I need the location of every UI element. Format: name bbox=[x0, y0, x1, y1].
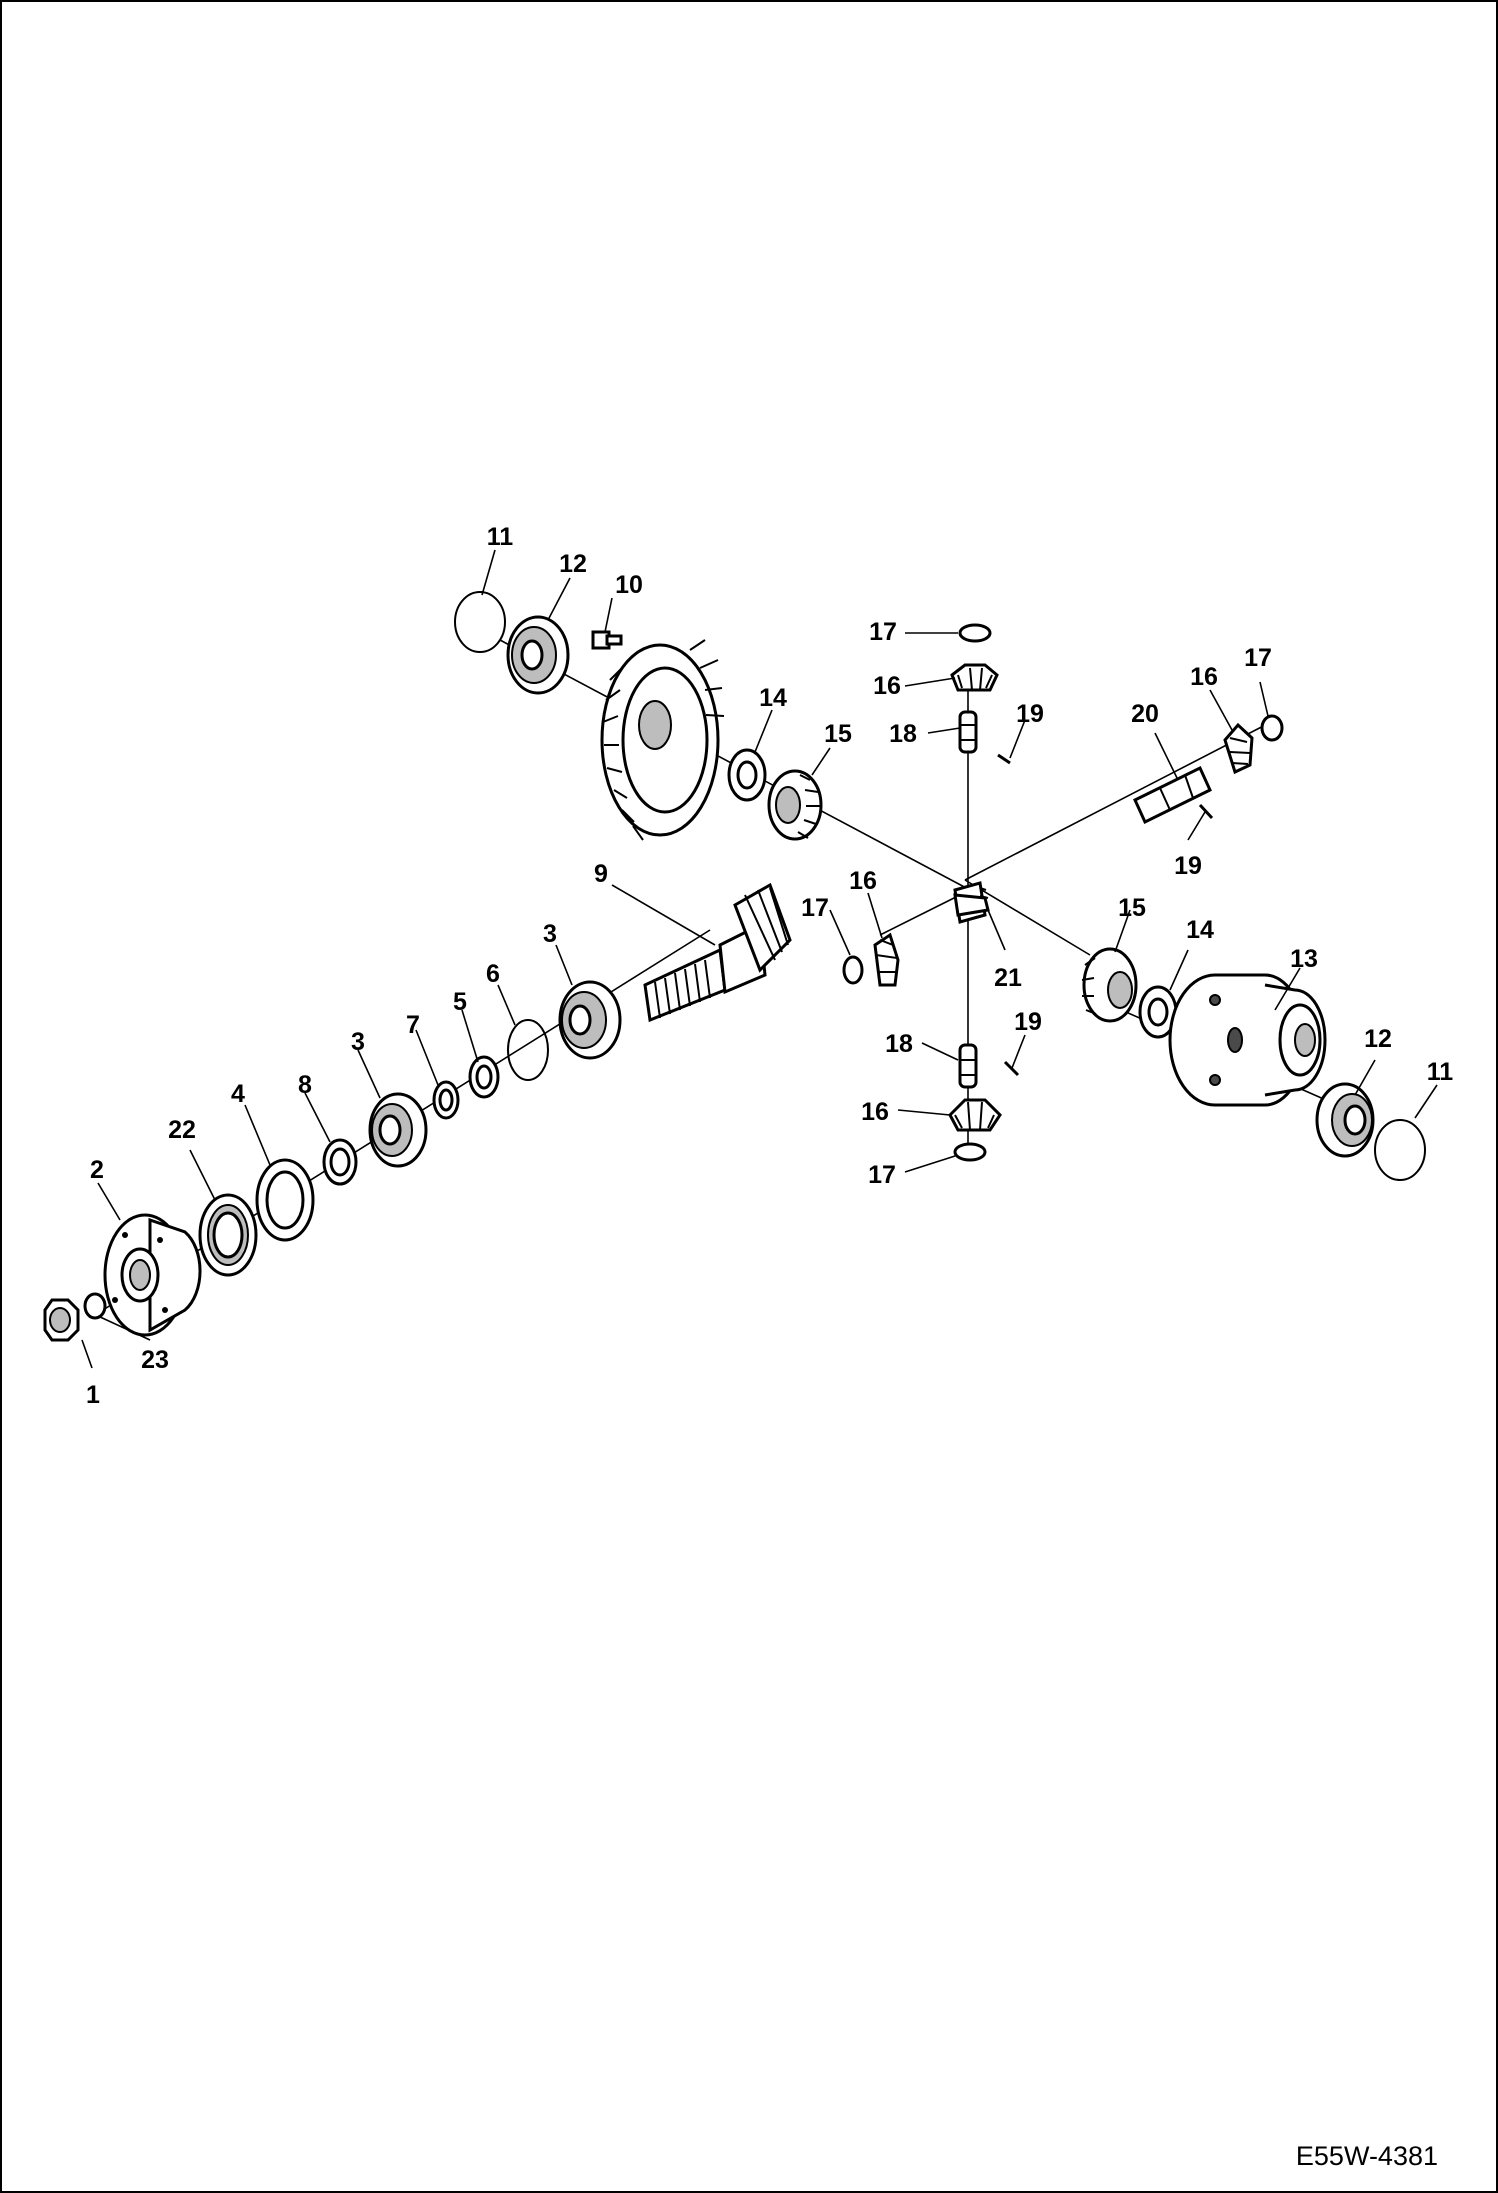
part-16-pinion-bottom bbox=[948, 1098, 1002, 1132]
callout-6: 6 bbox=[486, 960, 500, 988]
callout-15-left: 15 bbox=[824, 720, 852, 748]
part-7-shim bbox=[432, 1080, 460, 1120]
callout-19-top: 19 bbox=[1016, 700, 1044, 728]
callout-5: 5 bbox=[453, 988, 467, 1016]
callout-11-left: 11 bbox=[487, 523, 514, 551]
part-6-snap-ring bbox=[507, 1019, 549, 1081]
part-13-differential-case bbox=[1168, 973, 1327, 1107]
part-11-snap-ring-right bbox=[1374, 1119, 1426, 1181]
callout-12-left: 12 bbox=[559, 550, 587, 578]
callout-16-right: 16 bbox=[1190, 663, 1218, 691]
callout-15-right: 15 bbox=[1118, 894, 1146, 922]
part-4-ring bbox=[255, 1158, 315, 1242]
part-22-seal bbox=[198, 1193, 258, 1277]
callout-1: 1 bbox=[86, 1381, 100, 1409]
callout-labels: 1 23 2 22 4 8 3 7 5 6 3 9 11 12 10 14 15… bbox=[86, 523, 1453, 1409]
part-19-pin-bottom bbox=[1003, 1060, 1020, 1077]
part-11-snap-ring-left bbox=[454, 591, 506, 653]
callout-17-left: 17 bbox=[801, 894, 829, 922]
part-16-pinion-top bbox=[950, 663, 999, 692]
part-18-shaft-top bbox=[958, 710, 978, 754]
leader-lines bbox=[81, 549, 1438, 1369]
callout-21: 21 bbox=[994, 964, 1022, 992]
callout-23: 23 bbox=[141, 1346, 169, 1374]
part-19-pin-top bbox=[997, 753, 1011, 765]
callout-12-right: 12 bbox=[1364, 1025, 1392, 1053]
part-12-bearing-right bbox=[1315, 1082, 1375, 1158]
callout-7: 7 bbox=[406, 1011, 420, 1039]
callout-20: 20 bbox=[1131, 700, 1159, 728]
callout-16-top: 16 bbox=[873, 672, 901, 700]
part-23-washer bbox=[83, 1292, 107, 1320]
callout-14-right: 14 bbox=[1186, 916, 1214, 944]
callout-2: 2 bbox=[90, 1156, 104, 1184]
callout-13: 13 bbox=[1290, 945, 1318, 973]
part-12-bearing-left bbox=[506, 615, 570, 695]
part-8-spacer bbox=[322, 1138, 358, 1186]
part-1-nut bbox=[43, 1298, 80, 1342]
part-16-pinion-right bbox=[1223, 722, 1254, 775]
part-17-washer-right bbox=[1260, 714, 1284, 742]
part-15-side-gear-left bbox=[767, 769, 823, 841]
drawing-code: E55W-4381 bbox=[1296, 2141, 1438, 2171]
callout-11-right: 11 bbox=[1427, 1058, 1454, 1086]
part-3-bearing-inner bbox=[558, 980, 622, 1060]
callout-17-right: 17 bbox=[1244, 644, 1272, 672]
part-2-flange bbox=[103, 1213, 202, 1337]
callout-14-left: 14 bbox=[759, 684, 787, 712]
callout-19-bottom: 19 bbox=[1014, 1008, 1042, 1036]
callout-10: 10 bbox=[615, 571, 643, 599]
part-16-pinion-left bbox=[873, 932, 900, 987]
callout-17-top: 17 bbox=[869, 618, 897, 646]
part-15-side-gear-right bbox=[1081, 947, 1138, 1023]
callout-3-outer: 3 bbox=[351, 1028, 365, 1056]
part-3-bearing-outer bbox=[368, 1092, 428, 1168]
callout-22: 22 bbox=[168, 1116, 196, 1144]
callout-19-right: 19 bbox=[1174, 852, 1202, 880]
callout-3-inner: 3 bbox=[543, 920, 557, 948]
callout-8: 8 bbox=[298, 1071, 312, 1099]
callout-16-bottom: 16 bbox=[861, 1098, 889, 1126]
callout-17-bottom: 17 bbox=[868, 1161, 896, 1189]
callout-9: 9 bbox=[594, 860, 608, 888]
part-17-washer-top bbox=[958, 623, 992, 643]
part-9-ring-gear bbox=[600, 639, 725, 841]
part-5-collar bbox=[468, 1055, 500, 1099]
part-21-spider bbox=[953, 881, 990, 924]
part-17-washer-left bbox=[842, 955, 864, 985]
callout-16-left: 16 bbox=[849, 867, 877, 895]
part-14-thrust-washer-left bbox=[727, 748, 767, 802]
part-17-washer-bottom bbox=[953, 1142, 987, 1162]
part-10-bolt bbox=[591, 630, 623, 650]
part-19-pin-right bbox=[1198, 803, 1214, 820]
part-9-drive-pinion bbox=[643, 882, 792, 1023]
part-18-shaft-bottom bbox=[958, 1043, 978, 1089]
part-20-cross-shaft bbox=[1133, 765, 1212, 825]
callout-4: 4 bbox=[231, 1080, 245, 1108]
callout-18-top: 18 bbox=[889, 720, 917, 748]
callout-18-bottom: 18 bbox=[885, 1030, 913, 1058]
